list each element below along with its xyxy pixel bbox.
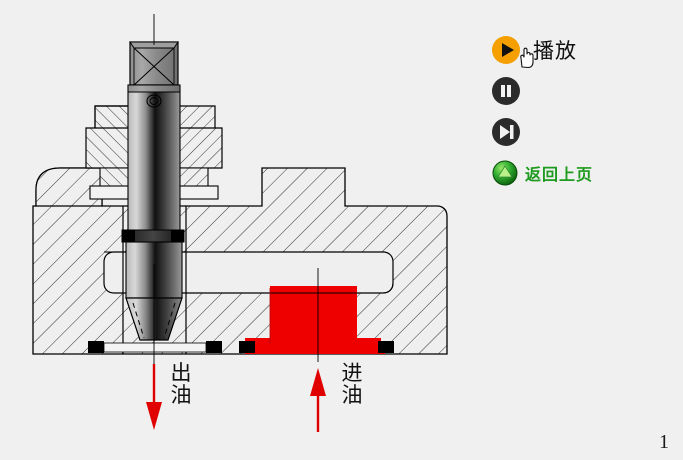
center-lines: [153, 14, 319, 366]
flow-arrows: [146, 364, 326, 432]
back-row: 返回上页: [492, 153, 672, 193]
bottom-seal-blocks: [88, 341, 394, 353]
stem-head: [129, 41, 179, 86]
next-track-icon: [500, 125, 514, 139]
play-icon: [502, 43, 514, 57]
play-row: 播放: [492, 30, 672, 70]
pause-icon: [501, 85, 511, 97]
playback-controls: 播放: [492, 30, 672, 194]
passage-edges: [186, 282, 394, 344]
outlet-label: 出油: [170, 361, 192, 408]
valve-stem: [121, 41, 185, 341]
back-label: 返回上页: [525, 165, 594, 184]
outlet-arrow: [146, 364, 162, 430]
pause-button[interactable]: [492, 77, 520, 105]
back-button[interactable]: [492, 160, 518, 186]
play-label: 播放: [533, 39, 577, 63]
next-button[interactable]: [492, 118, 520, 146]
play-button[interactable]: [492, 36, 520, 64]
pause-row: [492, 71, 672, 111]
inlet-arrow: [310, 368, 326, 432]
page-number: 1: [659, 431, 669, 453]
next-row: [492, 112, 672, 152]
inlet-label: 进油: [341, 361, 363, 408]
green-up-orb-icon: [492, 160, 518, 186]
inlet-fluid-chamber: [245, 286, 385, 354]
